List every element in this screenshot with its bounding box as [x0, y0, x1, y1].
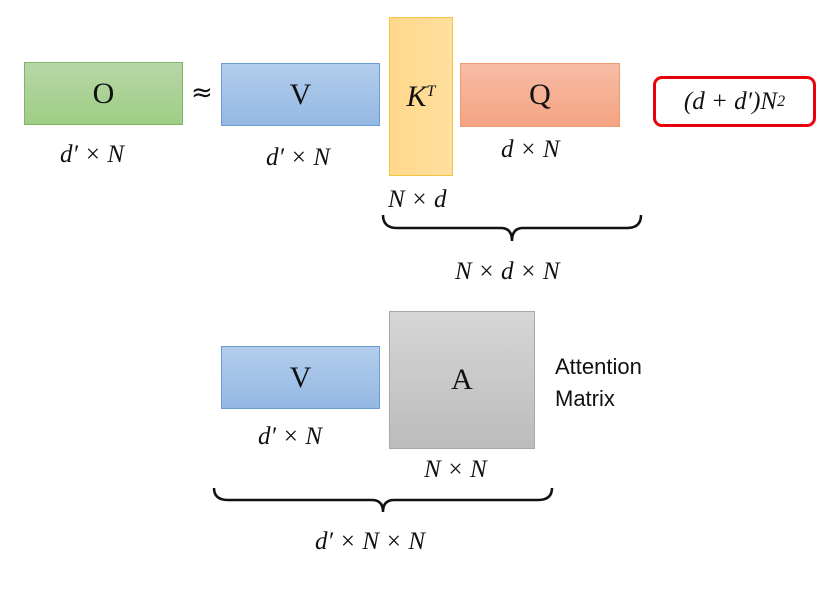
brace-kq	[381, 214, 643, 242]
caption-line-1: Attention	[555, 354, 642, 379]
matrix-v-bottom-dim: d′ × N	[258, 423, 323, 450]
matrix-kt-sup: T	[426, 82, 436, 100]
matrix-q-label: Q	[529, 78, 551, 111]
caption-line-2: Matrix	[555, 386, 615, 411]
cost-sup: 2	[777, 92, 786, 110]
kq-product-dim: N × d × N	[455, 258, 560, 285]
matrix-kt-dim: N × d	[388, 186, 447, 213]
matrix-v-bottom-label: V	[289, 360, 312, 394]
matrix-v-top-label: V	[289, 77, 312, 111]
matrix-o: O	[24, 62, 183, 125]
cost-text: (d + d′)N	[683, 87, 778, 115]
va-product-dim: d′ × N × N	[315, 528, 426, 555]
matrix-kt-base: K	[406, 79, 427, 113]
matrix-a-dim: N × N	[424, 456, 487, 483]
matrix-kt: KT	[389, 17, 453, 176]
matrix-o-label: O	[92, 76, 115, 110]
matrix-v-top: V	[221, 63, 380, 126]
brace-va	[212, 487, 554, 513]
attention-matrix-caption: Attention Matrix	[555, 351, 642, 415]
approx-symbol: ≈	[191, 78, 213, 108]
matrix-q-dim: d × N	[501, 136, 560, 163]
matrix-v-bottom: V	[221, 346, 380, 409]
matrix-kt-label: KT	[407, 80, 436, 114]
matrix-a: A	[389, 311, 535, 449]
matrix-o-dim: d′ × N	[60, 141, 125, 168]
matrix-q: Q	[460, 63, 620, 127]
matrix-a-label: A	[451, 363, 473, 396]
matrix-v-top-dim: d′ × N	[266, 144, 331, 171]
